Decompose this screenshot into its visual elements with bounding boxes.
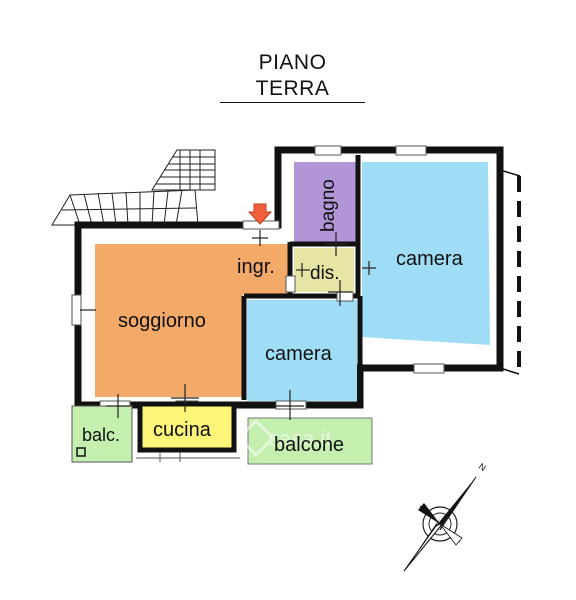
label-cucina: cucina <box>153 419 212 441</box>
compass-icon: N <box>403 461 488 572</box>
label-ingresso: ingr. <box>237 256 275 278</box>
label-disimpegno: dis. <box>310 263 340 284</box>
balcone-small <box>71 405 133 463</box>
room-camera-big <box>362 162 490 345</box>
watermark-text: casa.it <box>268 426 332 451</box>
label-balcone: balcone <box>274 434 344 456</box>
label-bagno: bagno <box>318 179 339 232</box>
staircase-icon <box>51 149 216 226</box>
label-camera-small: camera <box>265 343 333 365</box>
dashed-wall <box>499 169 521 375</box>
label-soggiorno: soggiorno <box>118 310 206 332</box>
room-bagno <box>294 162 356 242</box>
openings <box>71 145 445 410</box>
cross-markers <box>80 230 376 420</box>
entrance-arrow-icon <box>247 203 273 225</box>
cucina-room <box>137 401 237 453</box>
balcone-small-square <box>76 447 86 457</box>
label-balc: balc. <box>82 425 120 445</box>
plan-title: PIANO TERRA <box>220 50 365 103</box>
compass-north-label: N <box>477 461 488 473</box>
label-camera-big: camera <box>396 248 464 270</box>
room-camera-small <box>247 300 357 401</box>
room-soggiorno <box>95 244 243 397</box>
watermark: casa.it <box>236 418 332 458</box>
room-ingresso-left <box>220 244 290 294</box>
